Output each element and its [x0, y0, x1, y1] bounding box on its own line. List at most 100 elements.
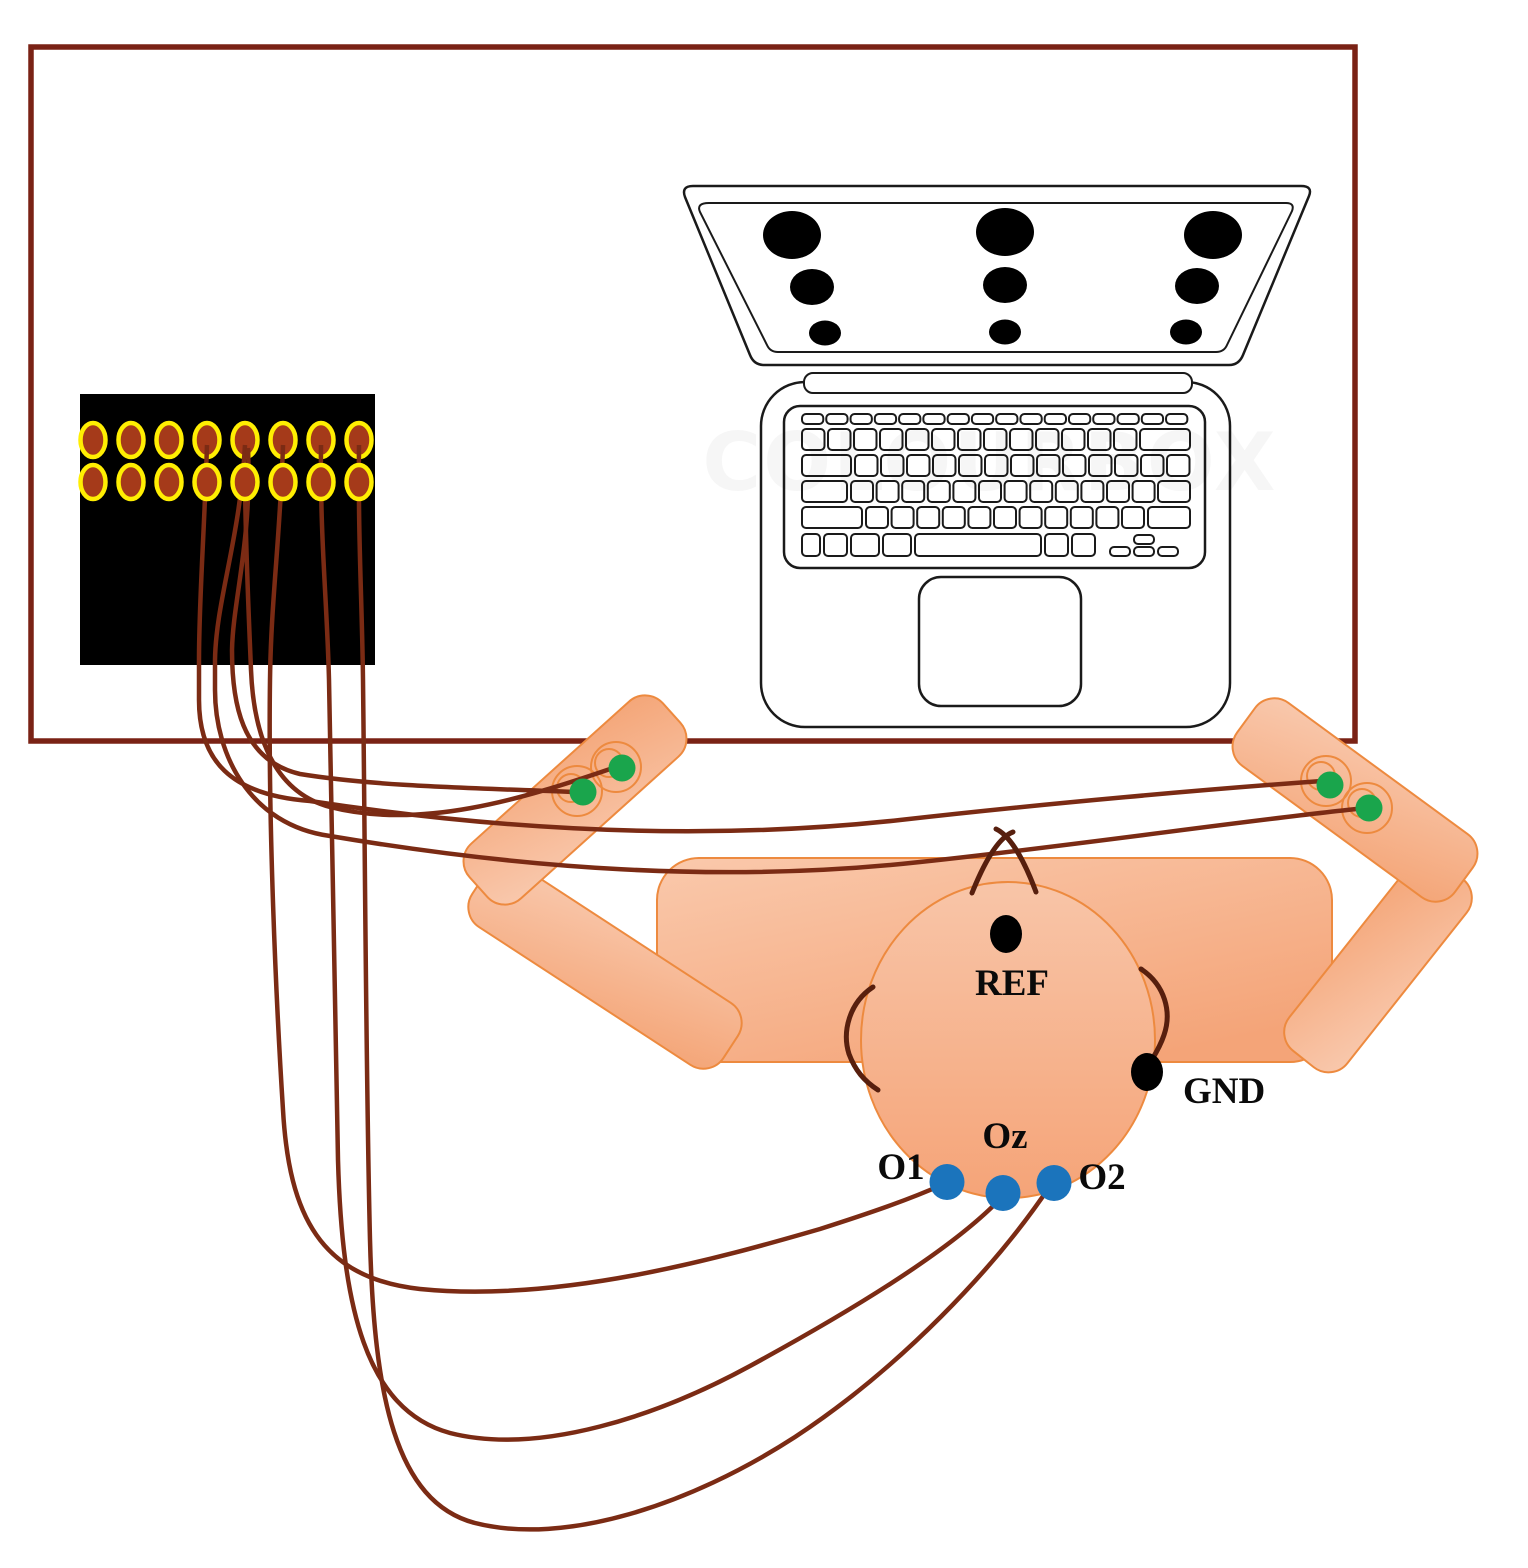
keyboard-key: [1131, 480, 1156, 503]
watermark-text: COLOURBOX: [702, 416, 1277, 509]
keyboard-key: [890, 506, 915, 529]
wire-left-hand-a: [229, 447, 574, 795]
electrode-o2: [1036, 1165, 1072, 1201]
keyboard-key: [1133, 534, 1155, 545]
keyboard-key: [850, 533, 880, 557]
keyboard-key: [905, 428, 930, 451]
keyboard-key: [879, 428, 904, 451]
label-oz: Oz: [982, 1116, 1027, 1157]
keyboard-key: [825, 413, 849, 425]
screen-stimulus-dot: [989, 319, 1021, 345]
person: [462, 694, 1479, 1199]
keyboard-key: [946, 413, 970, 425]
screen-stimulus-dots: [763, 208, 1242, 346]
keyboard-key: [1157, 546, 1179, 557]
keyboard-key: [1067, 413, 1092, 425]
keyboard-key: [865, 506, 889, 529]
laptop: [682, 184, 1312, 729]
keyboard-key: [1035, 428, 1060, 451]
keyboard-key: [922, 413, 946, 425]
keyboard-key: [1113, 428, 1138, 451]
keyboard-key: [983, 428, 1008, 451]
wire-right-hand-b: [212, 444, 1367, 875]
keyboard-key: [1019, 413, 1043, 425]
label-gnd: GND: [1183, 1071, 1265, 1112]
screen-stimulus-dot: [1170, 319, 1202, 345]
panel-dot: [154, 462, 184, 502]
wire-o1: [267, 444, 945, 1294]
keyboard-key: [1054, 480, 1079, 503]
keyboard-key: [823, 533, 848, 557]
keyboard-key: [1087, 428, 1112, 451]
keyboard-key: [1018, 506, 1043, 529]
keyboard-key: [1139, 428, 1191, 451]
laptop-keys: [801, 413, 1191, 557]
keyboard-key: [1029, 480, 1054, 503]
electrode-o1: [929, 1164, 965, 1200]
keyboard-key: [1095, 506, 1120, 529]
laptop-hinge: [803, 372, 1193, 394]
screen-stimulus-dot: [1184, 211, 1242, 259]
hair-tuft: [969, 826, 1039, 896]
stimulus-panel: [78, 394, 375, 665]
screen-stimulus-dot: [809, 320, 841, 346]
keyboard-key: [1140, 413, 1165, 425]
label-ref: REF: [975, 963, 1049, 1004]
right-hand-electrode-2: [1355, 794, 1383, 822]
keyboard-key: [1147, 506, 1191, 529]
keyboard-key: [1114, 454, 1139, 477]
panel-dot: [116, 462, 146, 502]
left-hand-electrode-2: [608, 754, 636, 782]
keyboard-key: [801, 413, 825, 425]
panel-dot: [116, 420, 146, 460]
keyboard-key: [1044, 506, 1069, 529]
hair-strand: [993, 826, 1039, 895]
screen-stimulus-dot: [1175, 268, 1219, 304]
screen-stimulus-dot: [790, 269, 834, 305]
keyboard-key: [1044, 533, 1069, 557]
keyboard-key: [880, 454, 905, 477]
keyboard-key: [1140, 454, 1165, 477]
keyboard-key: [1165, 413, 1189, 425]
keyboard-key: [1092, 413, 1116, 425]
keyboard-key: [801, 506, 863, 529]
stimulus-panel-bottom-row: [78, 462, 374, 502]
keyboard-key: [1166, 454, 1191, 477]
keyboard-key: [1043, 413, 1067, 425]
keyboard-key: [978, 480, 1002, 503]
panel-dot: [78, 462, 108, 502]
keyboard-key: [801, 428, 826, 451]
right-hand-electrode-1: [1316, 771, 1344, 799]
keyboard-key: [854, 454, 879, 477]
label-o1: O1: [877, 1147, 924, 1188]
keyboard-key: [801, 454, 852, 477]
stimulus-panel-top-row: [78, 420, 374, 460]
panel-dot: [268, 462, 298, 502]
keyboard-key: [970, 413, 995, 425]
keyboard-key: [967, 506, 992, 529]
keyboard-key: [801, 533, 821, 557]
keyboard-key: [952, 480, 977, 503]
keyboard-key: [898, 413, 922, 425]
keyboard-key: [850, 480, 874, 503]
electrode-ring: [1341, 782, 1393, 834]
keyboard-key: [1080, 480, 1105, 503]
keyboard-key: [941, 506, 966, 529]
keyboard-key: [873, 413, 898, 425]
keyboard-key: [906, 454, 931, 477]
wire-left-hand-b: [242, 485, 614, 818]
keyboard-key: [1109, 546, 1131, 557]
keyboard-key: [882, 533, 912, 557]
keyboard-key: [914, 533, 1042, 557]
keyboard-key: [993, 506, 1017, 529]
keyboard-key: [1157, 480, 1191, 503]
electrode-labels: REF GND O1 Oz O2: [877, 963, 1265, 1198]
wire-o2: [356, 444, 1052, 1532]
keyboard-key: [1069, 506, 1094, 529]
keyboard-key: [1121, 506, 1145, 529]
keyboard-key: [1133, 546, 1155, 557]
screen-stimulus-dot: [976, 208, 1034, 256]
left-hand-electrode-1: [569, 778, 597, 806]
keyboard-key: [1010, 454, 1035, 477]
